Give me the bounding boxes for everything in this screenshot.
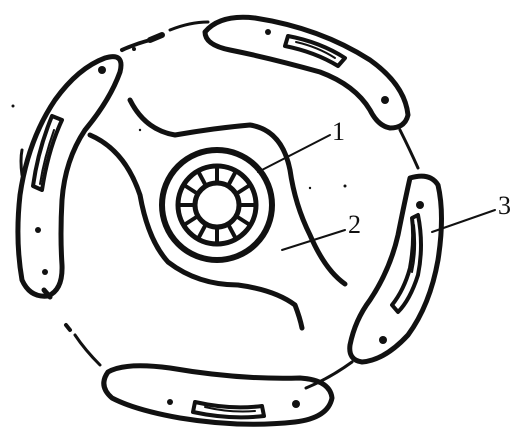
leader-line-1 xyxy=(258,135,330,172)
central-curves xyxy=(90,100,345,328)
left-cell xyxy=(18,57,121,297)
label-1: 1 xyxy=(332,117,345,146)
right-cell xyxy=(350,176,442,362)
central-pore xyxy=(162,150,272,260)
label-2: 2 xyxy=(348,210,361,239)
top-right-cell xyxy=(205,17,408,128)
label-3: 3 xyxy=(498,191,511,220)
outer-boundary xyxy=(21,22,418,388)
bottom-cell xyxy=(104,366,332,425)
